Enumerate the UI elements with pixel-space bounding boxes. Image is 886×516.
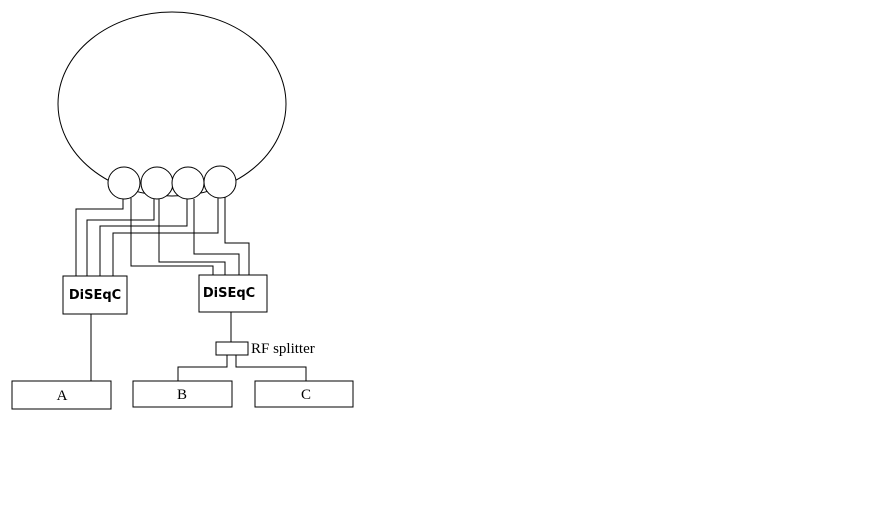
wire-lnb3-left: [99, 198, 188, 276]
receiver-b-label: B: [177, 387, 187, 403]
lnb-3: [171, 166, 205, 200]
rf-splitter-label: RF splitter: [251, 341, 315, 357]
wire-lnb2-left: [86, 198, 155, 276]
lnb-4: [203, 165, 237, 199]
wire-lnb2-right: [158, 199, 226, 275]
receiver-c: [254, 380, 354, 408]
wire-splitter-to-c: [235, 355, 307, 381]
lnb-2: [140, 166, 174, 200]
receiver-a: [11, 380, 112, 410]
wire-lnb1-right: [130, 198, 214, 275]
wire-lnb1-left: [75, 197, 124, 276]
rf-splitter: [215, 341, 249, 356]
wire-lnb4-right: [224, 197, 250, 275]
wire-lnb4-left: [112, 197, 219, 276]
diseqc-left-label: DiSEqC: [69, 288, 121, 303]
receiver-a-label: A: [57, 388, 68, 404]
wire-lnb3-right: [193, 199, 240, 275]
lnb-1: [107, 166, 141, 200]
receiver-c-label: C: [301, 387, 311, 403]
diseqc-switch-right: [198, 274, 268, 313]
receiver-b: [132, 380, 233, 408]
diseqc-right-label: DiSEqC: [203, 286, 255, 301]
wire-splitter-to-b: [177, 355, 228, 381]
diseqc-switch-left: [62, 275, 128, 315]
satellite-dish: [57, 11, 287, 197]
